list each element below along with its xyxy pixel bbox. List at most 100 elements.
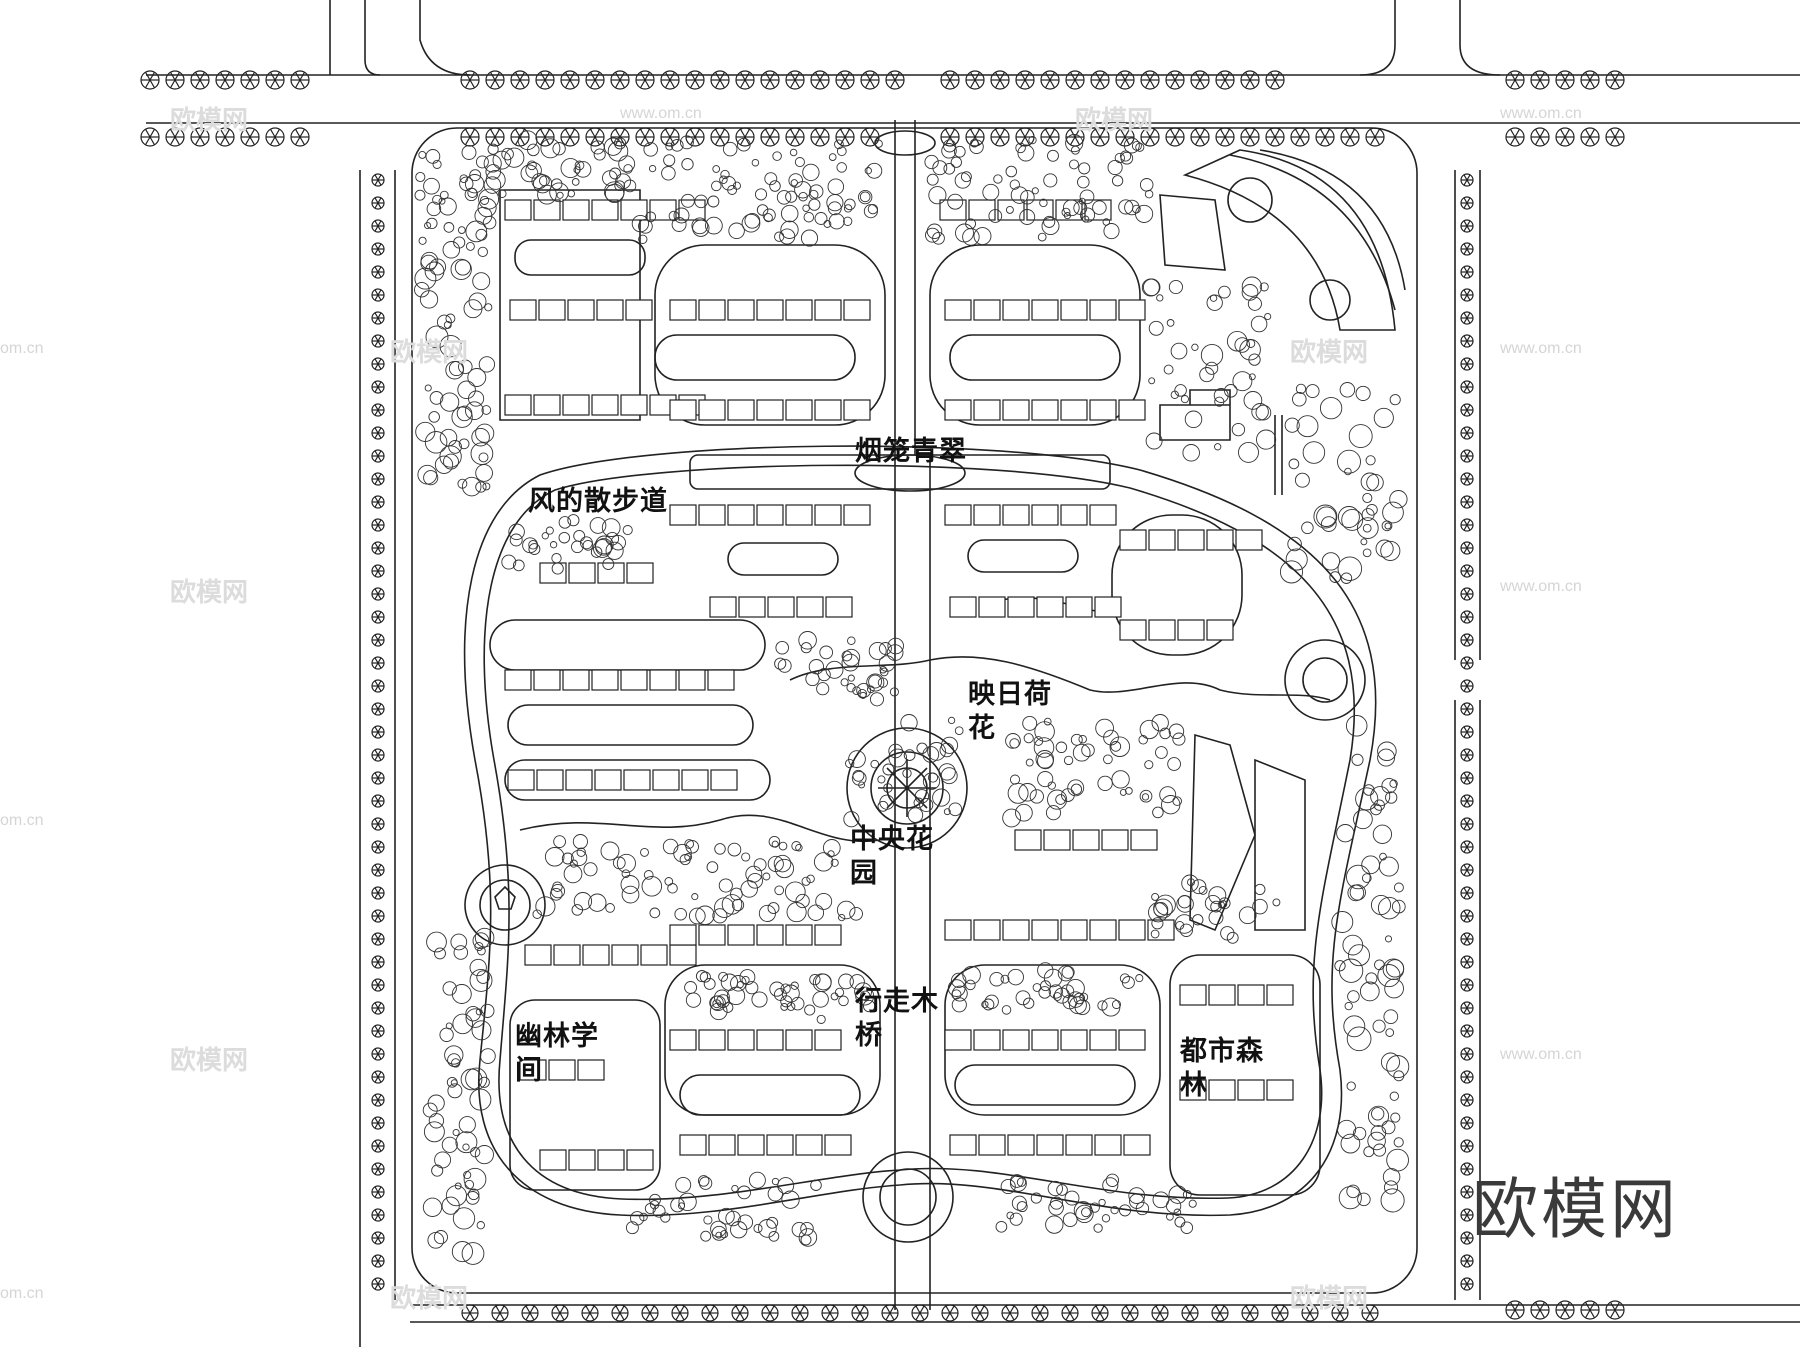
tree-branch [1463,1007,1468,1014]
tree-symbol [371,173,385,187]
shrub [1011,1195,1027,1211]
tree-symbol [1151,1304,1169,1322]
tree-symbol [371,472,385,486]
shrub [1252,898,1268,915]
shrub [722,141,738,157]
tree-symbol [371,1185,385,1199]
shrub [775,640,789,655]
shrub [1033,737,1055,758]
tree-branch [1466,1145,1471,1152]
building [1031,919,1059,941]
tree-branch [829,1305,835,1314]
tree-branch [714,136,721,146]
shrub [1336,824,1355,843]
shrub [1156,294,1164,302]
shrub [550,178,563,190]
shrub [715,1231,723,1239]
tree-branch [889,1305,895,1314]
tree-branch [1614,128,1621,138]
tree-branch [377,933,382,940]
shrub [549,182,569,203]
tree-branch [469,71,476,81]
tree-branch [969,128,976,138]
shrub [474,941,484,952]
tree-branch [1245,1305,1251,1314]
tree-branch [374,1255,379,1262]
tree-branch [544,79,551,89]
tree-branch [539,128,546,138]
shrub [1048,984,1063,999]
shrub [773,854,792,873]
shrub [1224,384,1238,398]
tree-branch [469,128,476,138]
shrub [621,869,631,879]
building [582,944,610,966]
building [814,1029,842,1051]
tree-branch [944,71,951,81]
shrub [1390,1112,1401,1123]
shrub [573,529,586,542]
shrub [718,878,733,893]
shrub [576,847,586,857]
tree-symbol [1505,1300,1525,1320]
shrub [457,226,466,234]
tree-symbol [860,127,880,147]
tree-symbol [1240,127,1260,147]
shrub [753,1223,763,1233]
tree-branch [855,1312,861,1321]
tree-branch [1466,915,1471,922]
tree-branch [494,71,501,81]
shrub [867,203,879,215]
tree-branch [1463,271,1468,278]
tree-branch [889,79,896,89]
tree-branch [374,174,379,181]
watermark: 欧模网 [390,338,469,368]
tree-branch [869,71,876,81]
building [1089,299,1117,321]
tree-branch [377,639,382,646]
tree-branch [994,128,1001,138]
tree-branch [1584,1301,1591,1311]
watermark: 欧模网 [170,106,249,136]
shrub [1377,741,1397,762]
shrub [1179,923,1193,937]
shrub [1363,784,1375,796]
shrub [1067,779,1085,797]
tree-branch [1539,1309,1546,1319]
tree-branch [269,136,276,146]
building [698,1029,726,1051]
tree-branch [377,588,382,595]
tree-branch [1466,593,1471,600]
tree-branch [1463,386,1468,393]
shrub [414,267,437,290]
tree-branch [1335,1305,1341,1314]
shrub [630,1211,645,1226]
shrub [1139,719,1159,740]
tree-branch [1466,726,1471,733]
shrub [781,1190,800,1209]
shrub [1204,894,1222,912]
tree-branch [664,128,671,138]
shrub [762,208,776,222]
shrub [479,195,490,205]
tree-branch [374,1025,379,1032]
tree-branch [1466,708,1471,715]
tree-branch [374,933,379,940]
tree-branch [374,823,379,830]
tree-symbol [510,70,530,90]
tree-branch [374,1071,379,1078]
shrub [809,184,824,199]
shrub [445,313,456,324]
tree-branch [1463,294,1468,301]
tree-branch [1559,136,1566,146]
building [678,669,706,691]
tree-branch [374,869,379,876]
building [669,924,697,946]
tree-symbol [821,1304,839,1322]
tree-branch [377,956,382,963]
tree-branch [377,340,382,347]
tree-branch [1019,79,1026,89]
tree-branch [1463,956,1468,963]
shrub [769,180,781,192]
tree-branch [1466,1255,1471,1262]
